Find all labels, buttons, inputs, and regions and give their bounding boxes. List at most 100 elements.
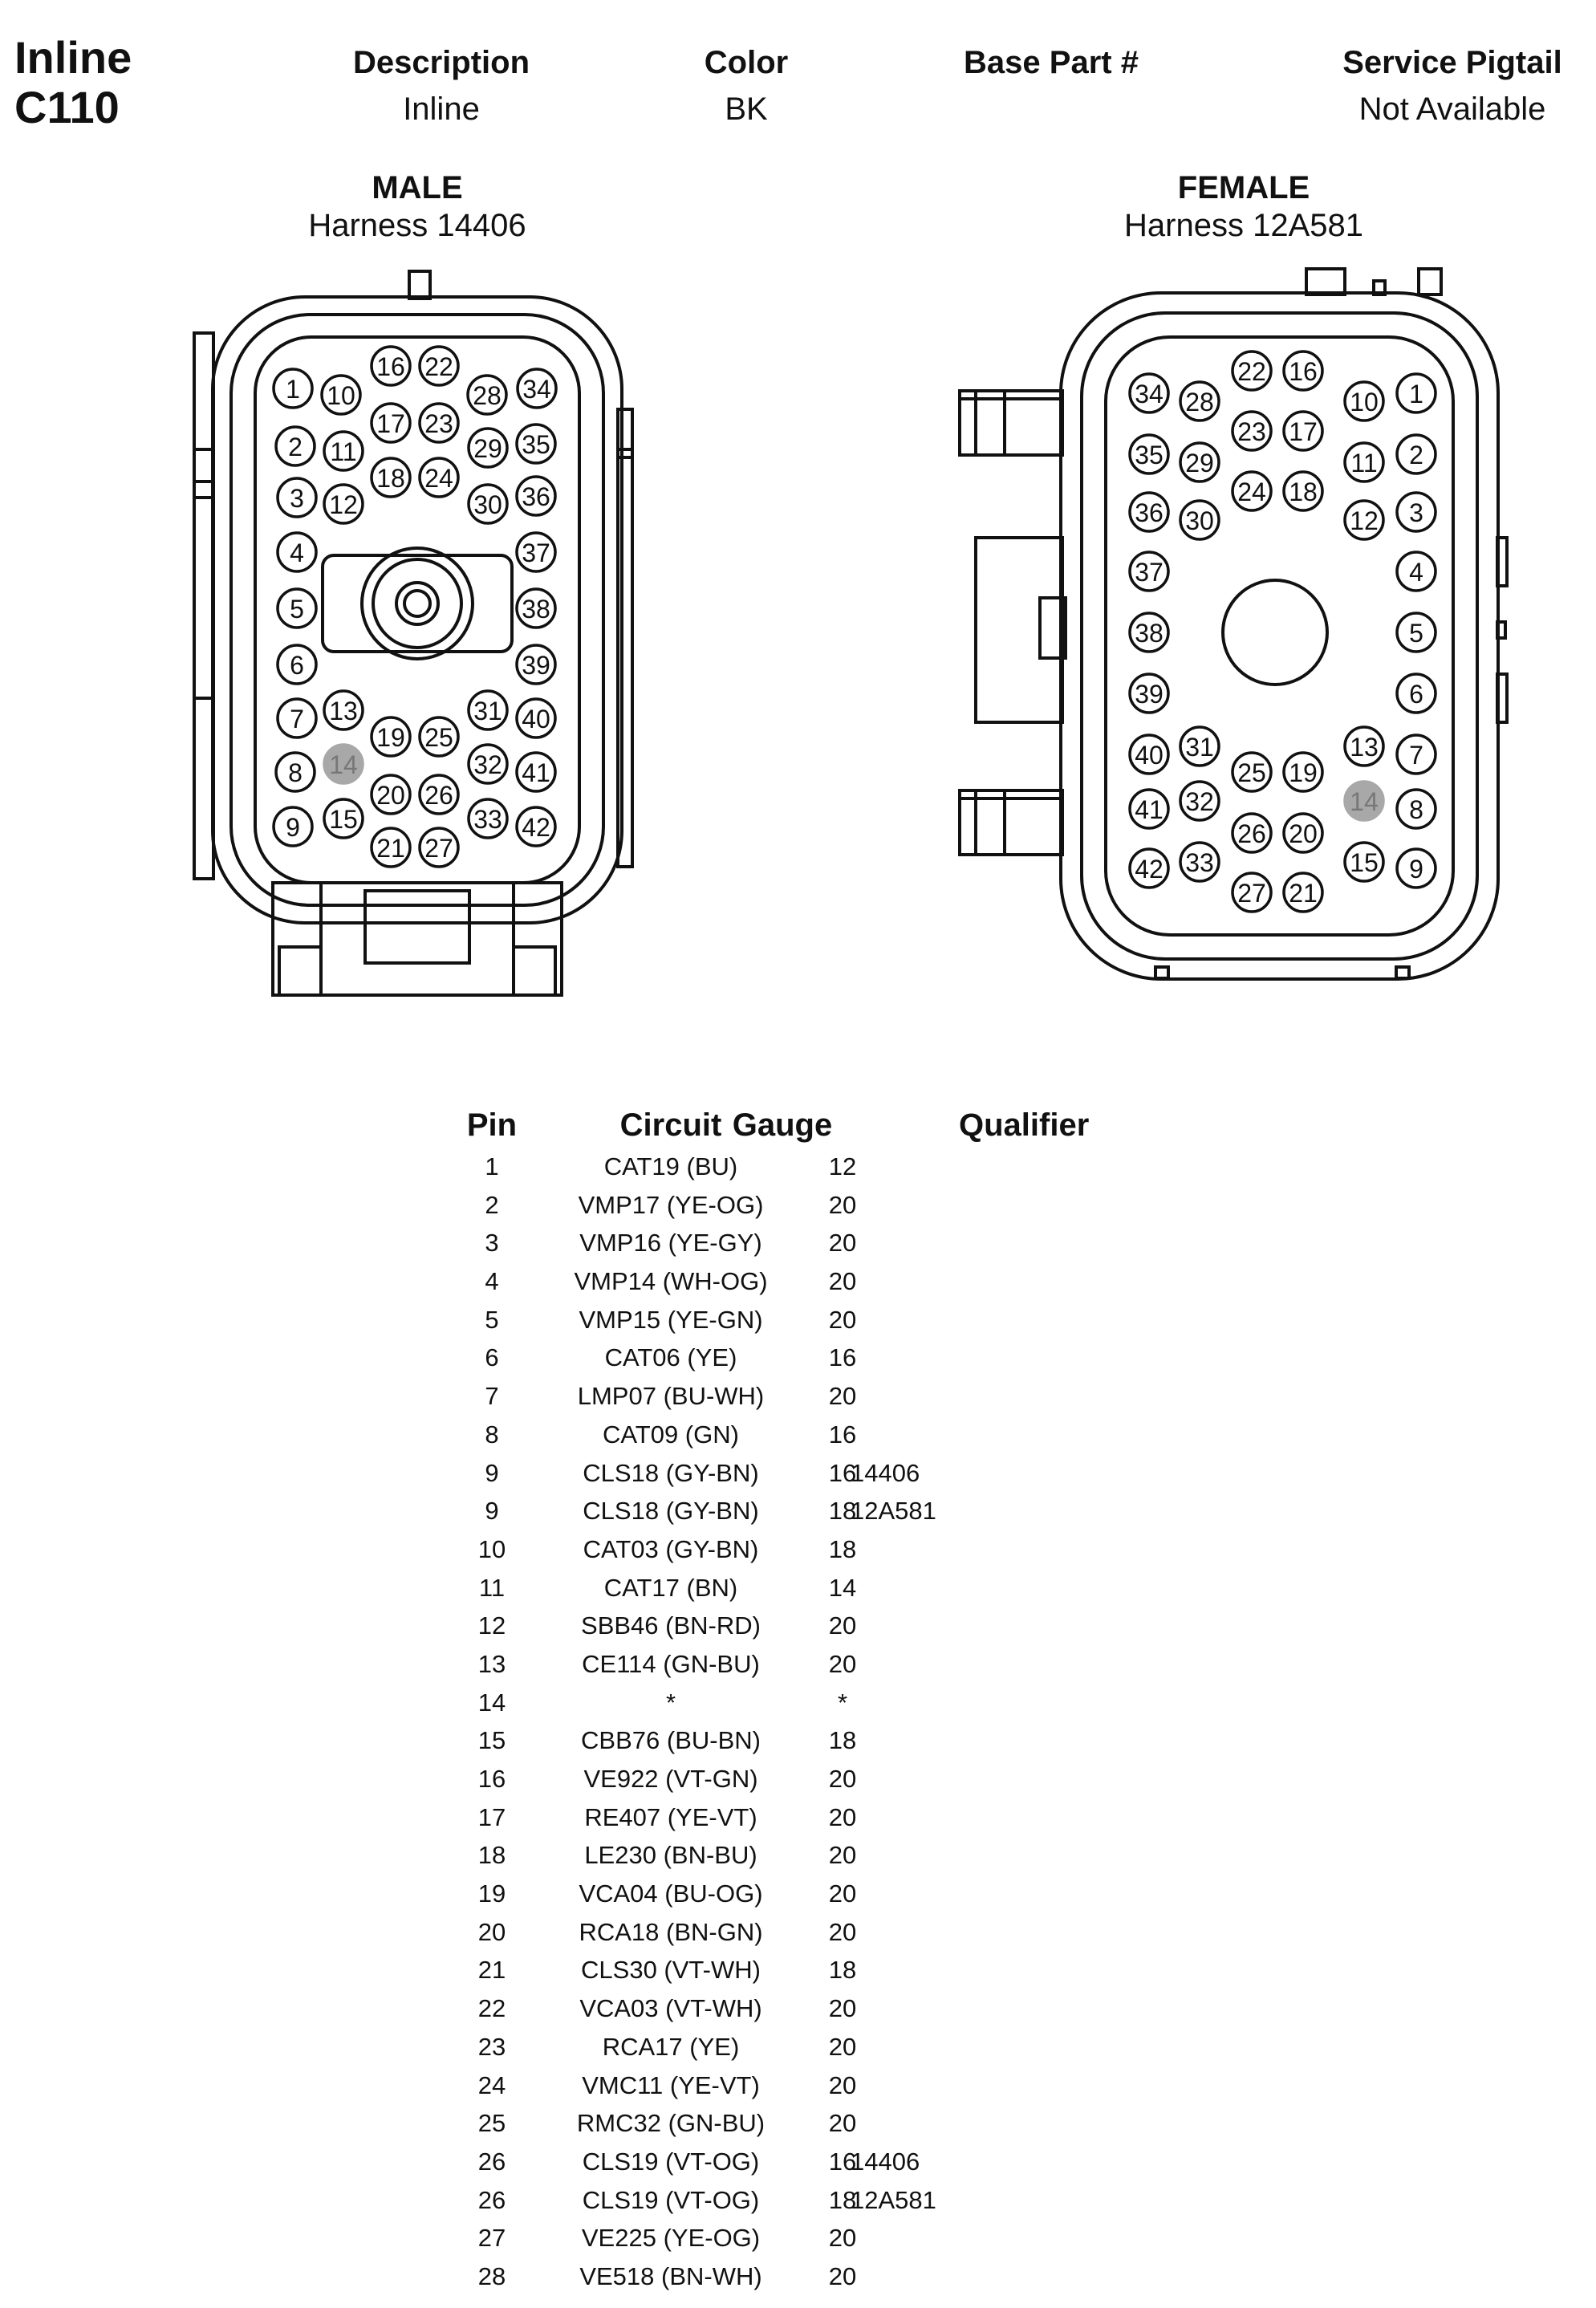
male-pin-number: 37 bbox=[522, 538, 550, 567]
male-pin-cavity bbox=[418, 402, 460, 444]
male-pin-cavity bbox=[370, 716, 412, 758]
male-pin-cavity bbox=[467, 483, 509, 525]
female-pin-number: 4 bbox=[1409, 558, 1423, 587]
male-pin-number: 42 bbox=[522, 813, 550, 842]
female-pin-number: 40 bbox=[1135, 741, 1163, 770]
circuit-cell: RCA17 (YE) bbox=[602, 2032, 740, 2061]
male-pin-number: 28 bbox=[473, 381, 502, 410]
male-pin-cavity bbox=[323, 689, 364, 731]
male-pin-number: 23 bbox=[424, 409, 453, 438]
gauge-cell: 20 bbox=[828, 1229, 857, 1258]
female-pin-number: 41 bbox=[1135, 795, 1163, 824]
gauge-cell: 20 bbox=[828, 1267, 857, 1296]
circuit-cell: CAT17 (BN) bbox=[603, 1573, 738, 1602]
female-pin-number: 36 bbox=[1135, 498, 1163, 527]
male-pin-cavity bbox=[418, 716, 460, 758]
pin-cell: 13 bbox=[477, 1649, 506, 1678]
male-pin-number: 29 bbox=[473, 434, 502, 463]
gauge-cell: 20 bbox=[828, 2032, 857, 2061]
female-pin-number: 19 bbox=[1289, 758, 1318, 787]
male-pin-number: 12 bbox=[329, 490, 358, 519]
circuit-cell: CLS18 (GY-BN) bbox=[583, 1458, 759, 1487]
female-pin-number: 27 bbox=[1237, 879, 1266, 908]
pin-cell: 17 bbox=[477, 1802, 506, 1831]
male-pin-cavity bbox=[276, 477, 318, 518]
color-label: Color bbox=[704, 45, 789, 80]
female-pin-cavity bbox=[1231, 470, 1273, 512]
qualifier-cell: 14406 bbox=[851, 2147, 920, 2176]
pin-cell: 14 bbox=[477, 1688, 506, 1717]
circuit-cell: CLS30 (VT-WH) bbox=[581, 1956, 761, 1985]
male-pin-number: 9 bbox=[286, 813, 300, 842]
gauge-cell: 18 bbox=[828, 2185, 857, 2214]
female-pin-number: 2 bbox=[1409, 441, 1423, 469]
male-pin-cavity bbox=[323, 430, 364, 472]
female-pin-cavity bbox=[1231, 812, 1273, 854]
male-pin-cavity bbox=[515, 475, 557, 517]
gauge-cell: 20 bbox=[828, 1994, 857, 2023]
male-pin-cavity bbox=[467, 743, 509, 785]
gauge-cell: 18 bbox=[828, 1726, 857, 1755]
circuit-cell: * bbox=[665, 1688, 676, 1717]
gauge-cell: 20 bbox=[828, 1917, 857, 1946]
circuit-cell: LMP07 (BU-WH) bbox=[577, 1382, 765, 1411]
male-pin-number: 5 bbox=[290, 595, 304, 624]
male-pin-number: 3 bbox=[290, 484, 304, 513]
female-pin-number: 10 bbox=[1350, 388, 1379, 416]
color-value: BK bbox=[725, 91, 768, 127]
male-pin-cavity bbox=[418, 457, 460, 498]
circuit-cell: VMP15 (YE-GN) bbox=[579, 1305, 763, 1334]
male-pin-number: 27 bbox=[424, 834, 453, 863]
female-pin-cavity bbox=[1231, 751, 1273, 793]
male-pin-number: 40 bbox=[522, 705, 550, 733]
pin-cell: 23 bbox=[477, 2032, 506, 2061]
female-pin-cavity bbox=[1395, 433, 1437, 475]
male-pin-number: 34 bbox=[522, 375, 551, 404]
male-pin-number: 38 bbox=[522, 595, 550, 624]
female-pin-number: 14 bbox=[1350, 787, 1379, 816]
female-pin-number: 7 bbox=[1409, 741, 1423, 770]
table-row: 14** bbox=[449, 1684, 1172, 1722]
male-connector-outline bbox=[193, 270, 634, 997]
female-pin-number: 31 bbox=[1185, 733, 1214, 762]
female-pin-cavity bbox=[1128, 551, 1170, 592]
female-pin-cavity bbox=[1343, 380, 1385, 422]
gauge-cell: 14 bbox=[828, 1573, 857, 1602]
male-pin-cavity bbox=[370, 774, 412, 815]
circuit-cell: VE922 (VT-GN) bbox=[583, 1765, 758, 1793]
male-pin-cavity bbox=[466, 374, 508, 416]
service-pigtail-label: Service Pigtail bbox=[1342, 45, 1562, 80]
female-pin-number: 38 bbox=[1135, 619, 1163, 648]
male-pin-cavity bbox=[515, 806, 557, 847]
female-pin-number: 20 bbox=[1289, 819, 1318, 848]
pin-cell: 11 bbox=[478, 1573, 506, 1602]
female-pin-cavity bbox=[1128, 433, 1170, 475]
female-pin-number: 18 bbox=[1289, 477, 1318, 506]
circuit-cell: CLS19 (VT-OG) bbox=[582, 2147, 760, 2176]
pin-cell: 20 bbox=[477, 1917, 506, 1946]
table-row: 23 RCA17 (YE) 20 bbox=[449, 2028, 1172, 2066]
female-pin-number: 15 bbox=[1350, 848, 1379, 877]
gauge-cell: 16 bbox=[828, 1420, 857, 1449]
male-pin-cavity bbox=[276, 587, 318, 629]
male-pin-number: 15 bbox=[329, 805, 358, 834]
male-pin-cavity bbox=[370, 827, 412, 868]
female-pin-cavity bbox=[1282, 350, 1324, 392]
male-pin-number: 21 bbox=[376, 834, 405, 863]
male-pin-number: 33 bbox=[473, 805, 502, 834]
gauge-cell: 20 bbox=[828, 1879, 857, 1908]
circuit-cell: SBB46 (BN-RD) bbox=[581, 1611, 761, 1640]
male-pin-number: 2 bbox=[288, 433, 303, 461]
female-pin-number: 29 bbox=[1185, 449, 1214, 477]
male-pin-cavity bbox=[323, 743, 364, 785]
female-pin-number: 6 bbox=[1409, 680, 1423, 709]
